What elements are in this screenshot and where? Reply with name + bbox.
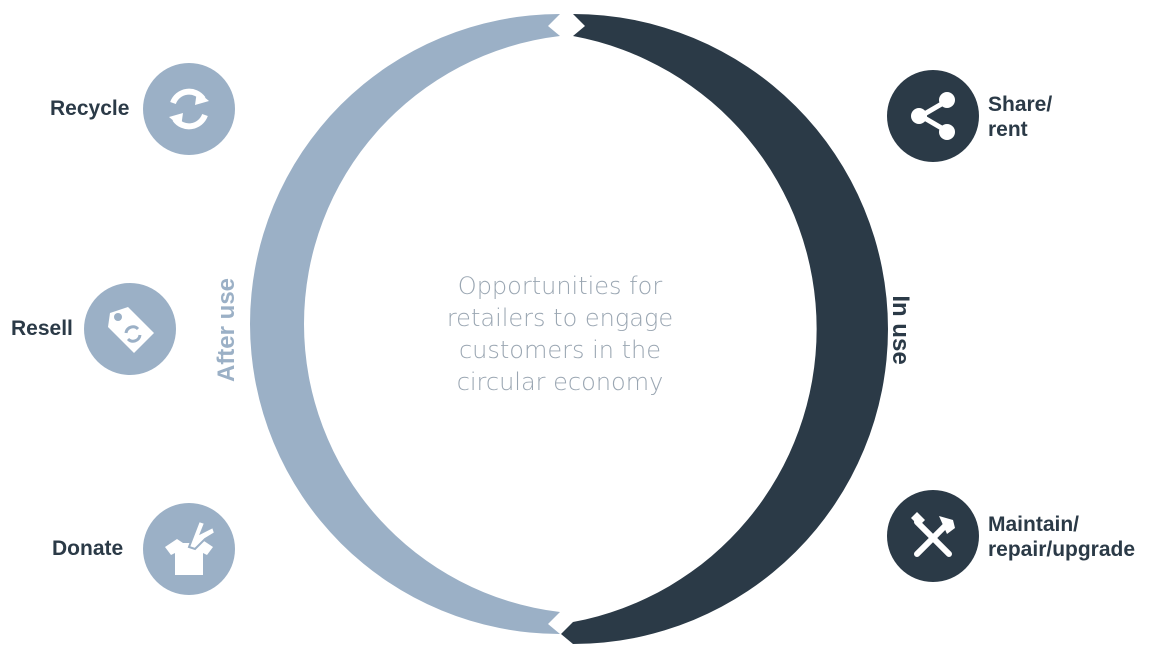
donate-label: Donate (52, 537, 124, 560)
center-line-4: circular economy (456, 368, 664, 396)
tools-icon (887, 490, 979, 582)
donate-shirt-icon (143, 503, 235, 595)
share-label-line-2: rent (988, 118, 1028, 141)
share-icon (887, 70, 979, 162)
after-use-label: After use (213, 277, 240, 383)
in-use-label: In use (887, 295, 914, 365)
maintain-label-line-2: repair/upgrade (988, 538, 1136, 561)
center-line-3: customers in the (458, 336, 662, 364)
in-use-arc (561, 14, 888, 644)
resell-label: Resell (11, 317, 73, 340)
center-caption: Opportunities for retailers to engage cu… (410, 270, 710, 398)
maintain-label: Maintain/ repair/upgrade (988, 512, 1135, 562)
center-line-2: retailers to engage (446, 304, 674, 332)
center-line-1: Opportunities for (457, 272, 663, 300)
price-tag-icon (84, 283, 176, 375)
share-rent-label: Share/ rent (988, 92, 1052, 142)
maintain-label-line-1: Maintain/ (988, 513, 1080, 536)
share-label-line-1: Share/ (988, 93, 1053, 116)
recycle-icon (143, 63, 235, 155)
recycle-label: Recycle (50, 97, 130, 120)
after-use-arc (250, 14, 560, 634)
